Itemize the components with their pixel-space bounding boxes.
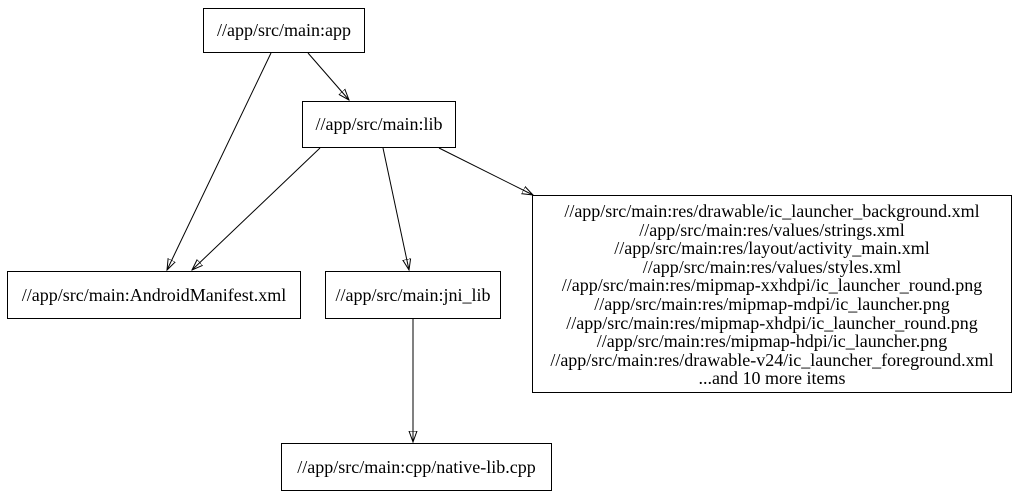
res-item: //app/src/main:res/layout/activity_main.… (614, 238, 930, 259)
node-android-manifest-label: //app/src/main:AndroidManifest.xml (21, 284, 287, 305)
node-jni-lib: //app/src/main:jni_lib (325, 271, 501, 319)
node-android-manifest: //app/src/main:AndroidManifest.xml (7, 271, 301, 319)
res-item: //app/src/main:res/drawable-v24/ic_launc… (550, 349, 994, 370)
res-item: //app/src/main:res/values/strings.xml (639, 219, 905, 240)
edge-app-to-lib (307, 52, 349, 100)
res-item: //app/src/main:res/mipmap-xhdpi/ic_launc… (566, 312, 978, 333)
node-lib: //app/src/main:lib (302, 101, 456, 148)
node-native-lib-cpp: //app/src/main:cpp/native-lib.cpp (281, 443, 552, 491)
edge-lib-to-res-group (438, 147, 533, 195)
res-item: //app/src/main:res/values/styles.xml (642, 256, 902, 277)
edge-app-to-manifest (167, 52, 272, 270)
edge-lib-to-manifest (192, 147, 321, 270)
node-lib-label: //app/src/main:lib (315, 114, 443, 134)
node-res-group: //app/src/main:res/drawable/ic_launcher_… (532, 195, 1012, 393)
res-item: //app/src/main:res/mipmap-xxhdpi/ic_laun… (561, 275, 983, 296)
res-item-more: ...and 10 more items (698, 368, 846, 389)
node-app: //app/src/main:app (203, 8, 365, 53)
edge-lib-to-jni-lib (382, 147, 409, 270)
res-item: //app/src/main:res/drawable/ic_launcher_… (564, 201, 980, 222)
res-item: //app/src/main:res/mipmap-mdpi/ic_launch… (594, 294, 950, 314)
node-jni-lib-label: //app/src/main:jni_lib (335, 284, 491, 305)
res-item: //app/src/main:res/mipmap-hdpi/ic_launch… (596, 331, 948, 352)
node-app-label: //app/src/main:app (217, 20, 351, 40)
node-native-lib-cpp-label: //app/src/main:cpp/native-lib.cpp (297, 456, 536, 477)
